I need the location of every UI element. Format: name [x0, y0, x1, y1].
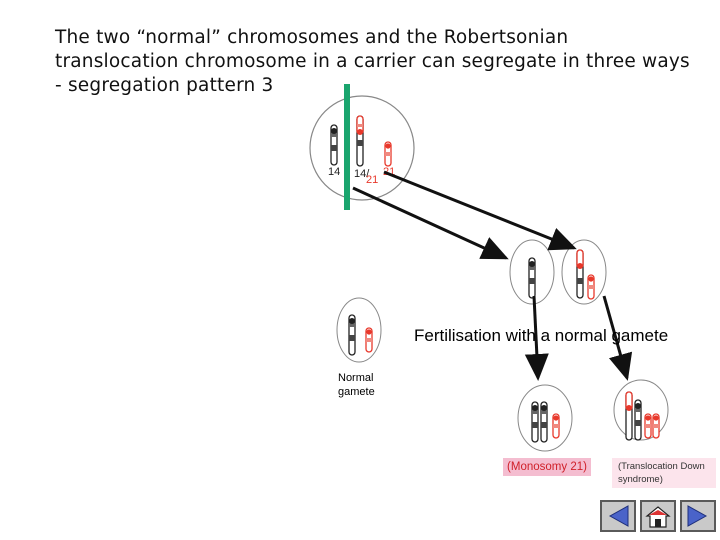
translocation-down-label: (Translocation Down syndrome) — [612, 458, 716, 488]
chromosome-14 — [330, 124, 338, 166]
triangle-left-icon — [608, 505, 629, 527]
back-button[interactable] — [600, 500, 636, 532]
arrow-to-gamete-translocation — [383, 170, 577, 251]
label-14-21: 14/ — [354, 168, 370, 180]
home-button[interactable] — [640, 500, 676, 532]
normal-gamete-label: Normal gamete — [338, 372, 375, 398]
slide-title: The two “normal” chromosomes and the Rob… — [55, 27, 690, 96]
segregation-bar — [344, 84, 350, 210]
arrow-to-monosomy — [524, 295, 549, 381]
arrow-to-gamete-14 — [352, 186, 509, 260]
normal-gamete-cell — [336, 297, 382, 363]
zygote-translocation-down — [613, 379, 669, 441]
arrow-to-translocation-down — [602, 295, 633, 381]
label-14: 14 — [328, 166, 340, 178]
gamete-cell-translocation-21 — [561, 239, 607, 305]
home-icon — [645, 506, 671, 528]
gamete-cell-14 — [509, 239, 555, 305]
label-21-sub: 21 — [366, 174, 378, 186]
chromosome-21 — [384, 141, 392, 167]
forward-button[interactable] — [680, 500, 716, 532]
triangle-right-icon — [687, 505, 708, 527]
zygote-monosomy-21 — [517, 384, 573, 452]
segregation-arrows — [352, 170, 633, 381]
monosomy-label: (Monosomy 21) — [503, 458, 591, 476]
fertilisation-label: Fertilisation with a normal gamete — [414, 326, 669, 345]
carrier-cell: 14 14/ 21 21 — [309, 95, 415, 201]
translocation-chromosome-14-21 — [356, 115, 364, 167]
